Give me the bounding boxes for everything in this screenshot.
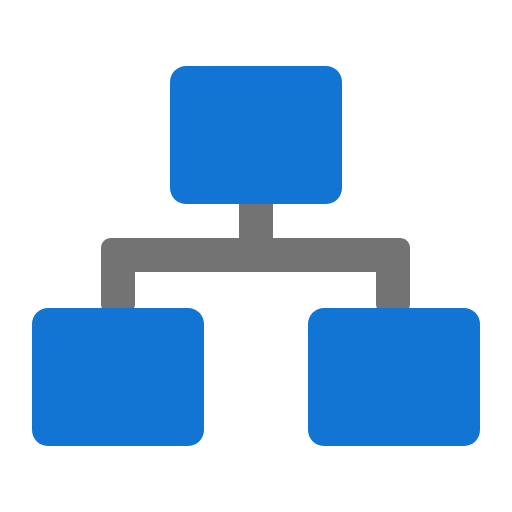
nodes — [32, 66, 480, 446]
parent-node — [170, 66, 342, 204]
connector-horizontal — [101, 238, 410, 272]
connector-lines — [101, 200, 410, 314]
child-node-left — [32, 308, 204, 446]
connector-vertical-left — [101, 238, 135, 314]
connector-vertical-right — [376, 238, 410, 314]
child-node-right — [308, 308, 480, 446]
